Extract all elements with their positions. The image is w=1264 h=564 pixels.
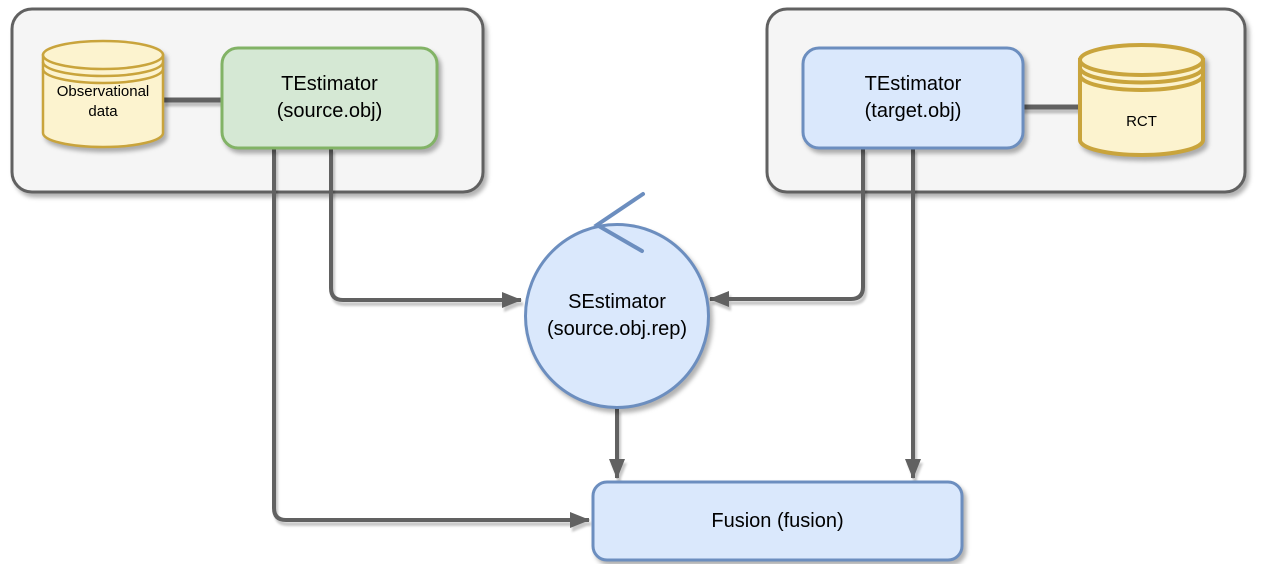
arrow-target-estimator-to-sestimator (709, 148, 865, 307)
fusion-node (591, 480, 964, 562)
rct-cylinder (1078, 43, 1205, 157)
arrow-edges (272, 148, 921, 528)
observational-data-cylinder (41, 39, 165, 149)
source-estimator-node (220, 46, 439, 150)
sestimator-node (524, 223, 710, 409)
self-loop-arrow-icon (593, 192, 645, 253)
arrow-source-estimator-to-sestimator (329, 148, 522, 308)
target-estimator-node (801, 46, 1025, 150)
arrow-source-estimator-to-fusion (272, 148, 590, 528)
